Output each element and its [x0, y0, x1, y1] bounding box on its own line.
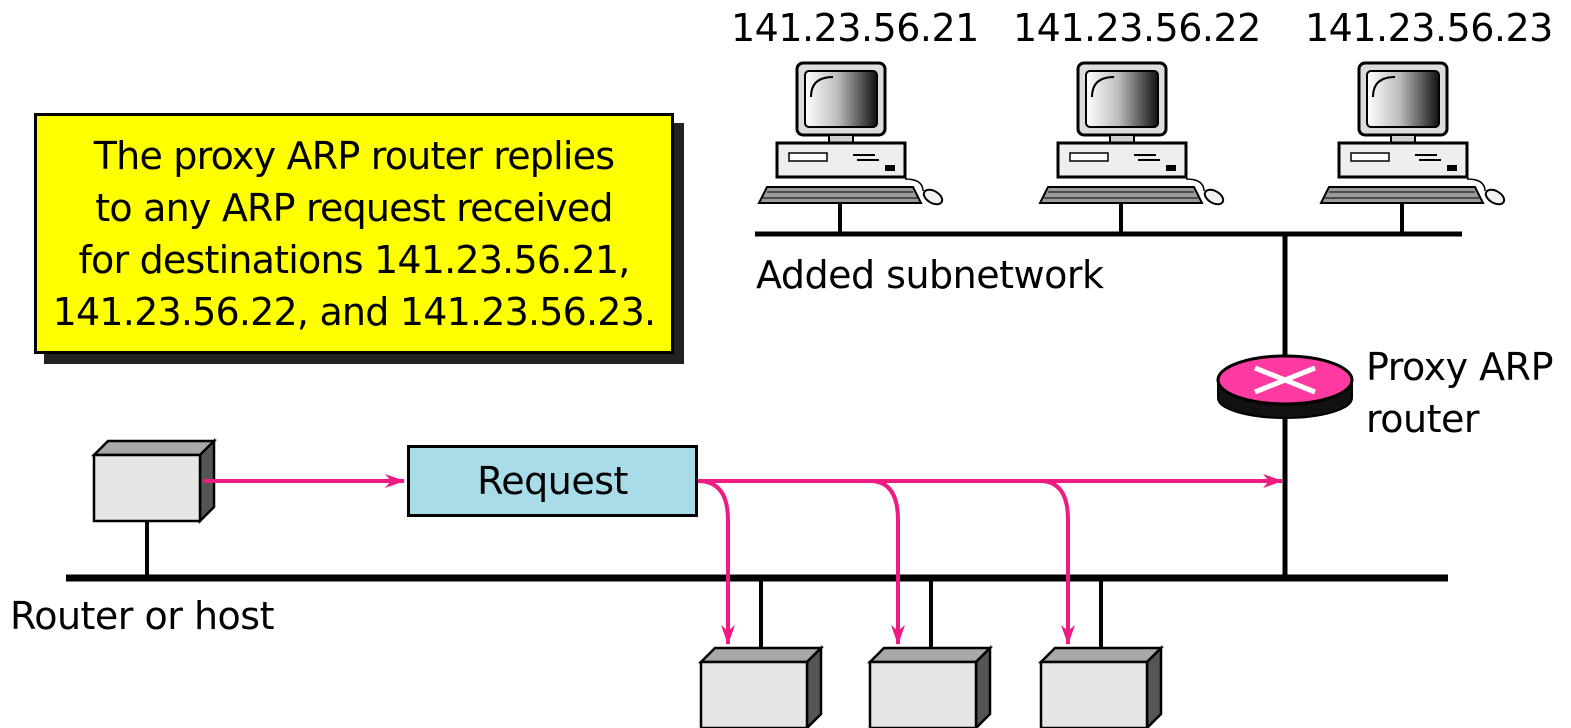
added-subnetwork-label: Added subnetwork: [756, 253, 1104, 297]
broadcast-branch-arrow: [697, 479, 735, 645]
proxy-router-label: router: [1366, 397, 1480, 441]
computer-icon: [1038, 61, 1228, 209]
computer-icon: [757, 61, 947, 209]
broadcast-branch-arrow: [869, 479, 905, 645]
source-host-icon: [92, 439, 216, 523]
note-line: The proxy ARP router replies: [93, 133, 615, 178]
proxy-router-label: Proxy ARP: [1366, 345, 1553, 389]
note-line: 141.23.56.22, and 141.23.56.23.: [52, 289, 656, 334]
main-network-bus: [66, 520, 1448, 650]
note-line: to any ARP request received: [95, 185, 613, 230]
added-subnetwork-bus: [755, 204, 1462, 237]
host-icon: [1039, 646, 1163, 728]
ip-label: 141.23.56.21: [731, 6, 979, 50]
note-line: for destinations 141.23.56.21,: [78, 237, 630, 282]
host-icon: [868, 646, 992, 728]
router-or-host-label: Router or host: [10, 594, 275, 638]
ip-label: 141.23.56.23: [1305, 6, 1553, 50]
router-icon: [1216, 354, 1354, 419]
ip-label: 141.23.56.22: [1013, 6, 1261, 50]
broadcast-branch-arrow: [1039, 479, 1075, 645]
computer-icon: [1319, 61, 1509, 209]
proxy-arp-note: The proxy ARP router replies to any ARP …: [34, 113, 674, 354]
request-packet: Request: [407, 445, 698, 517]
host-icon: [699, 646, 823, 728]
